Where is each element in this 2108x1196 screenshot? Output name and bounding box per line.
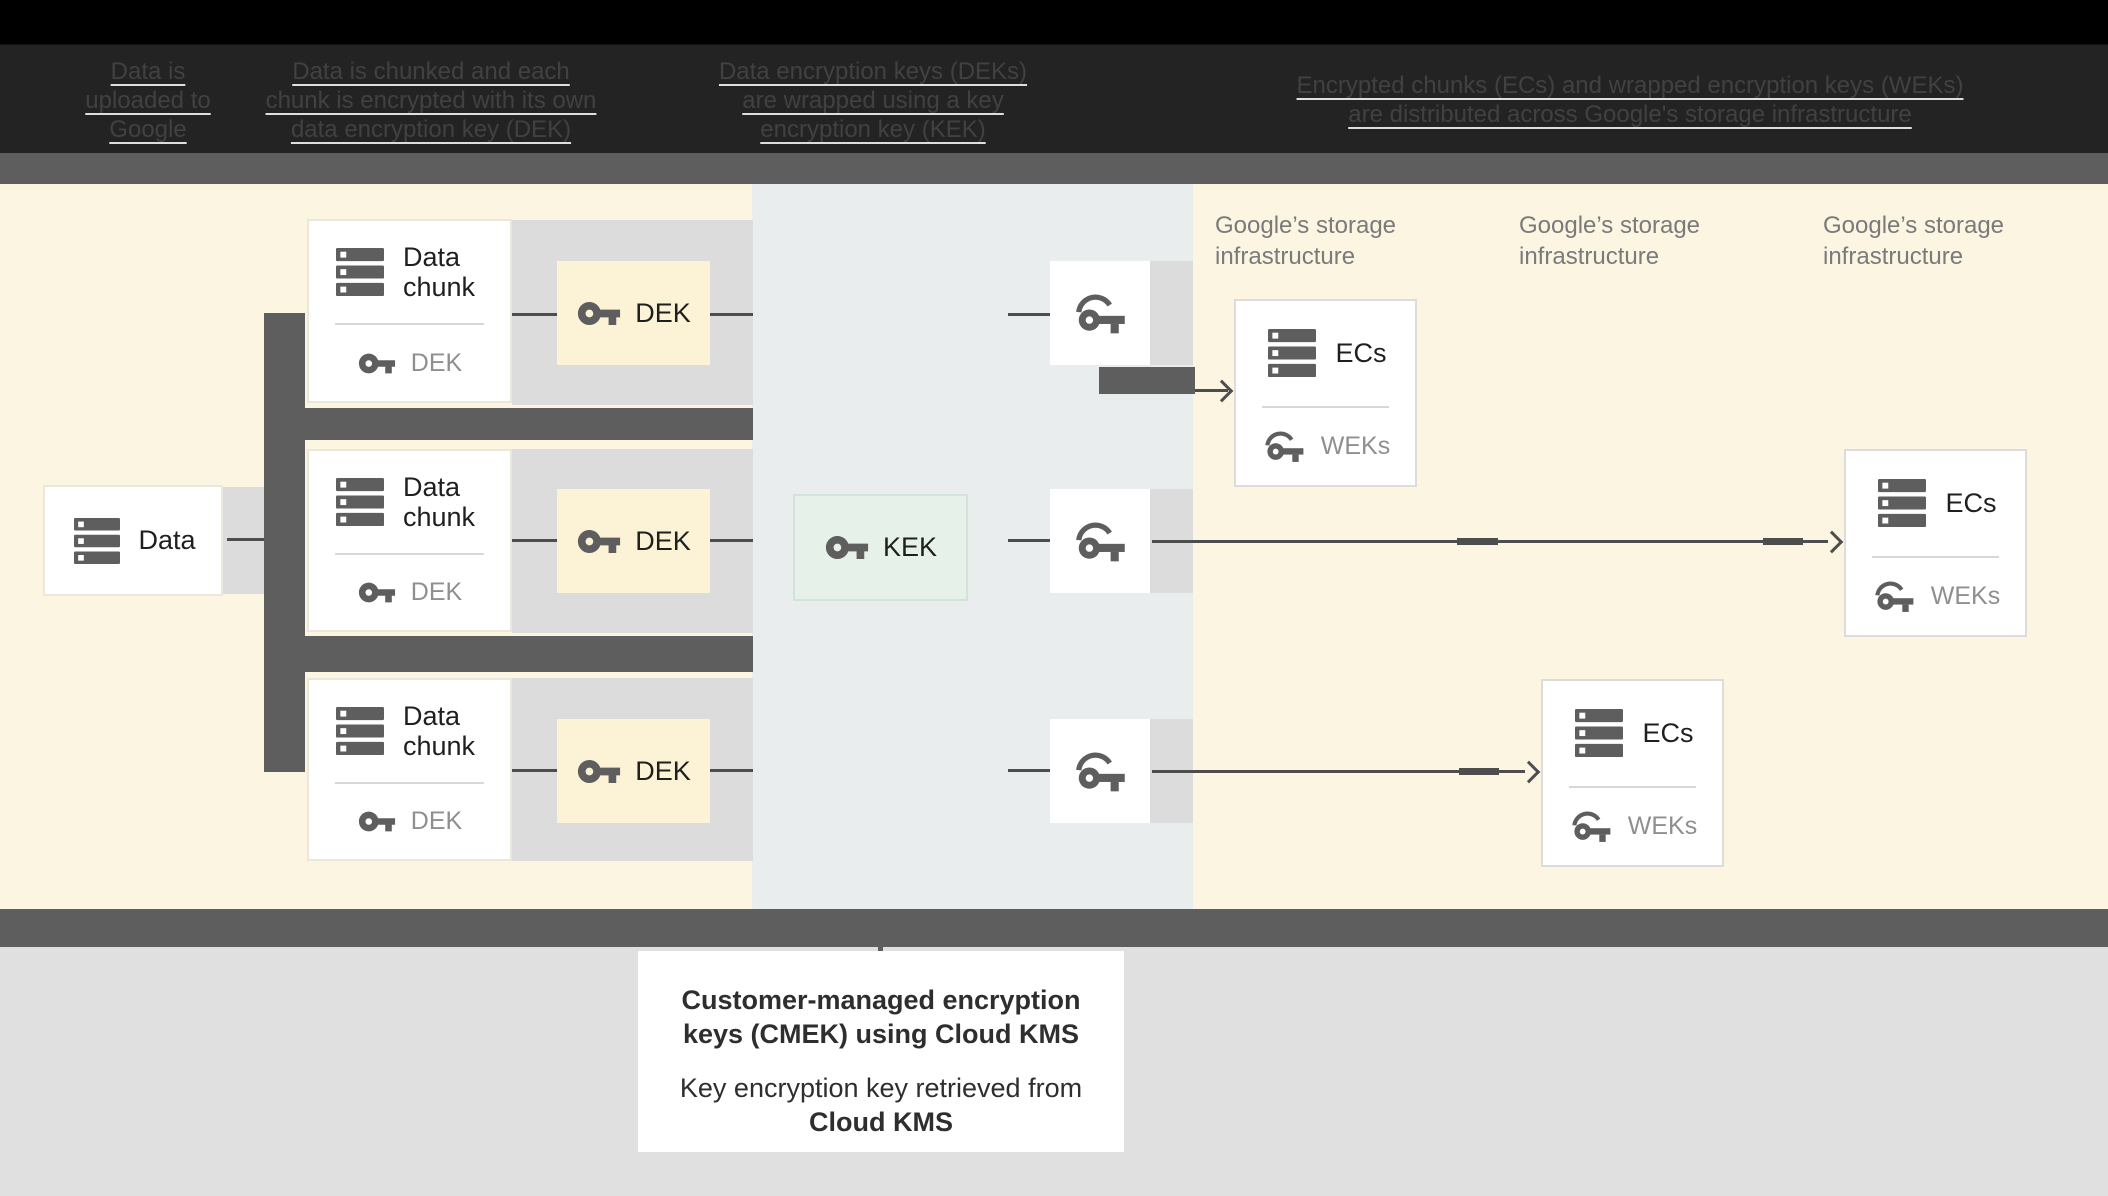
storage-rows-icon [1264, 329, 1320, 377]
header-band: Data is uploaded to Google Data is chunk… [0, 0, 2108, 153]
dek2-kms-line [710, 539, 753, 542]
divider [335, 552, 484, 555]
arrow2-head [1820, 530, 1844, 554]
keybox1-band [1150, 261, 1193, 365]
data-chunk-box-3: Data chunk DEK [307, 678, 512, 861]
divider [335, 323, 484, 326]
key-icon [824, 534, 870, 561]
storage-rows-icon [1874, 479, 1930, 527]
cmek-body-text: Key encryption key retrieved from [679, 1073, 1083, 1103]
storage-rows-icon [332, 478, 388, 526]
key-icon [576, 528, 622, 555]
weks-sublabel: WEKs [1320, 431, 1391, 460]
dek-label: DEK [635, 755, 691, 786]
key-icon [576, 758, 622, 785]
storage-rows-icon [332, 248, 388, 296]
storage-infra-label-2: Google’s storage infrastructure [1519, 212, 1701, 270]
ecs-label: ECs [1642, 717, 1694, 748]
row1-elbow-bar [1099, 367, 1195, 394]
footer-connector-tick [878, 947, 883, 952]
dek-sublabel: DEK [410, 577, 463, 606]
key-icon [357, 810, 397, 833]
caption-wrapping: Data encryption keys (DEKs) are wrapped … [718, 58, 1028, 143]
wrapped-key-icon [1071, 748, 1129, 794]
top-separator-bar [0, 153, 2108, 184]
wrapped-key-box-2 [1050, 489, 1150, 593]
arrow3-line [1152, 770, 1525, 773]
data-chunk-box-1: Data chunk DEK [307, 219, 512, 403]
chunk3-dek3-line [512, 769, 557, 772]
storage-rows-icon [70, 518, 124, 564]
kek-box: KEK [793, 494, 968, 601]
data-line [227, 538, 264, 541]
divider [1262, 405, 1389, 408]
wrapped-key-icon [1071, 290, 1129, 336]
wrapped-key-icon [1261, 428, 1307, 464]
key-icon [576, 300, 622, 327]
divider [335, 781, 484, 784]
storage-infra-label-1: Google’s storage infrastructure [1215, 212, 1397, 270]
kms-keybox3-line [1008, 769, 1050, 772]
ecs-label: ECs [1335, 337, 1387, 368]
storage-rows-icon [1571, 709, 1627, 757]
bottom-separator-bar [0, 909, 2108, 947]
dark-band-b [305, 636, 753, 672]
arrow3-dash-1 [1459, 768, 1499, 775]
ecs-box-3: ECs WEKs [1541, 679, 1724, 867]
weks-sublabel: WEKs [1930, 581, 2001, 610]
kms-keybox1-line [1008, 313, 1050, 316]
ecs-label: ECs [1945, 487, 1997, 518]
kek-label: KEK [882, 532, 938, 562]
dek3-kms-line [710, 769, 753, 772]
chunk1-dek1-line [512, 313, 557, 316]
caption-chunking: Data is chunked and each chunk is encryp… [265, 58, 597, 143]
key-icon [357, 581, 397, 604]
arrow1-head [1210, 379, 1234, 403]
diagram-canvas: Data Data chunk DEK Data chunk DEK [0, 184, 2108, 909]
cmek-callout-box: Customer-managed encryption keys (CMEK) … [638, 951, 1124, 1152]
dek-sublabel: DEK [410, 806, 463, 835]
caption-distribution: Encrypted chunks (ECs) and wrapped encry… [1296, 72, 1964, 128]
wrapped-key-box-1 [1050, 261, 1150, 365]
ecs-box-2: ECs WEKs [1844, 449, 2027, 637]
wrapped-key-box-3 [1050, 719, 1150, 823]
divider [1569, 785, 1696, 788]
data-chunk-label: Data chunk [403, 700, 476, 761]
dek-label: DEK [635, 525, 691, 556]
data-chunk-box-2: Data chunk DEK [307, 449, 512, 632]
arrow1-line [1195, 389, 1228, 392]
arrow2-dash-1 [1457, 538, 1498, 545]
dek1-kms-line [710, 313, 753, 316]
dek-box-2: DEK [557, 489, 710, 593]
chunk-split-spine [264, 313, 305, 772]
divider [1872, 555, 1999, 558]
dek-label: DEK [635, 297, 691, 328]
wrapped-key-icon [1071, 518, 1129, 564]
storage-rows-icon [332, 707, 388, 755]
chunk2-dek2-line [512, 539, 557, 542]
dark-band-a [305, 408, 753, 440]
data-chunk-label: Data chunk [403, 471, 476, 532]
cmek-body-bold: Cloud KMS [809, 1107, 953, 1137]
arrow2-dash-2 [1763, 538, 1803, 545]
storage-infra-label-3: Google’s storage infrastructure [1823, 212, 2005, 270]
data-label: Data [138, 525, 196, 555]
wrapped-key-icon [1871, 578, 1917, 614]
key-icon [357, 352, 397, 375]
data-box: Data [43, 485, 223, 596]
data-chunk-label: Data chunk [403, 242, 476, 303]
dek-box-3: DEK [557, 719, 710, 823]
cmek-title: Customer-managed encryption keys (CMEK) … [681, 985, 1081, 1049]
caption-upload: Data is uploaded to Google [85, 58, 211, 143]
arrow3-head [1517, 760, 1541, 784]
dek-sublabel: DEK [410, 348, 463, 377]
wrapped-key-icon [1568, 808, 1614, 844]
weks-sublabel: WEKs [1627, 811, 1698, 840]
cmek-body: Key encryption key retrieved from Cloud … [650, 1071, 1112, 1139]
ecs-box-1: ECs WEKs [1234, 299, 1417, 487]
kms-keybox2-line [1008, 539, 1050, 542]
dek-box-1: DEK [557, 261, 710, 365]
